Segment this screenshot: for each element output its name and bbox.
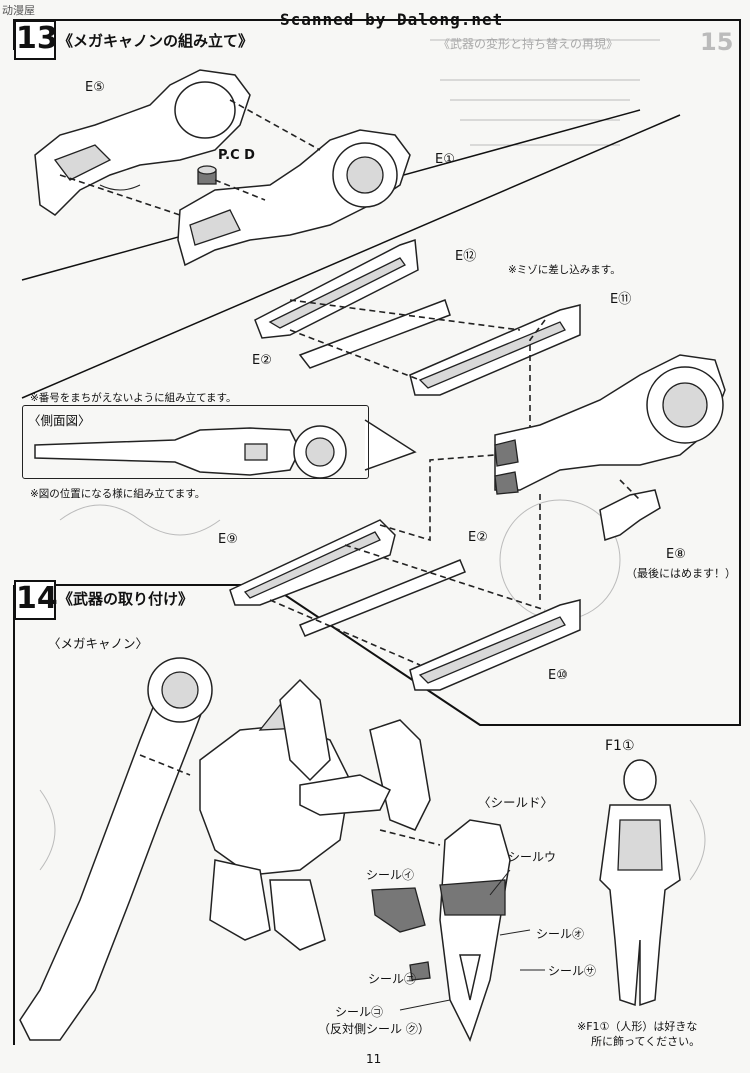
- guide-e5-to-e1-a: [229, 99, 321, 151]
- part-e10: [409, 599, 581, 691]
- robot-illustration: [19, 657, 511, 1042]
- label-seal-sa: シール㋚: [548, 964, 597, 978]
- guide-robot-shield: [379, 829, 441, 846]
- label-e1: E①: [435, 152, 455, 167]
- guide-pcd: [214, 179, 266, 201]
- step13-number: 13: [14, 20, 58, 60]
- guide-e9-e10-a: [344, 544, 546, 611]
- watermark: Scanned by Dalong.net: [280, 10, 504, 29]
- label-pcd: P.C D: [218, 148, 255, 163]
- part-pcd: [197, 165, 217, 185]
- callout-pointer: [364, 419, 417, 471]
- label-shield: 〈シールド〉: [478, 795, 554, 810]
- part-e11: [409, 304, 581, 396]
- part-e2-lower: [298, 559, 466, 637]
- page-number: 11: [366, 1052, 382, 1066]
- label-mega-cannon: 〈メガキャノン〉: [48, 636, 149, 651]
- show-through-background: [39, 39, 706, 881]
- label-seal-ko: シール㋙: [335, 1005, 384, 1019]
- guide-e11-assembly: [529, 319, 546, 480]
- seal-e-swatch: [409, 961, 431, 981]
- step15-ghost-title: 《武器の変形と持ち替えの再現》: [438, 37, 619, 51]
- label-f1: F1①: [605, 738, 635, 754]
- guide-e8: [619, 479, 641, 501]
- side-view-label: 〈側面図〉: [28, 413, 91, 428]
- part-cannon-assembly: [494, 354, 726, 495]
- guide-to-assembly: [379, 454, 496, 542]
- leader-seal-o: [499, 929, 531, 936]
- callout-note-bottom: ※図の位置になる様に組み立てます。: [30, 488, 206, 500]
- guide-e12-e11-b: [289, 329, 421, 381]
- note-f1-line2: 所に飾ってください。: [591, 1035, 701, 1048]
- leader-seal-u: [489, 869, 511, 896]
- label-seal-u: シールウ: [508, 850, 557, 864]
- step13-title: 《メガキャノンの組み立て》: [58, 32, 254, 50]
- seal-i-swatch: [371, 887, 426, 933]
- label-e11: E⑪: [610, 292, 632, 307]
- label-seal-e: シール㋓: [368, 972, 417, 986]
- label-e10: E⑩: [548, 668, 568, 683]
- label-e12: E⑫: [455, 249, 477, 264]
- note-mizo: ※ミゾに差し込みます。: [508, 264, 621, 276]
- label-e8: E⑧: [666, 547, 686, 562]
- label-e5: E⑤: [85, 80, 105, 95]
- callout-note-top: ※番号をまちがえないように組み立てます。: [30, 392, 237, 404]
- label-e2-lower: E②: [468, 530, 488, 545]
- side-view-callout: [22, 405, 369, 479]
- label-seal-o: シール㋔: [536, 927, 585, 941]
- guide-e9-e10-b: [269, 599, 421, 666]
- label-e9: E⑨: [218, 532, 238, 547]
- part-e2-upper: [298, 299, 451, 369]
- guide-e12-e11-a: [289, 299, 521, 331]
- leader-seal-ko: [399, 999, 451, 1011]
- note-e8: （最後にはめます！）: [626, 567, 736, 580]
- part-e5: [34, 69, 251, 216]
- guide-robot-cannon: [139, 754, 191, 776]
- guide-e5-to-e1-b: [59, 174, 181, 216]
- step14-number: 14: [14, 580, 58, 620]
- diagonal-divider-lower: [21, 114, 681, 399]
- corner-logo: 动漫屋: [2, 4, 35, 17]
- part-f1-figure: [599, 759, 681, 1007]
- part-e1: [177, 129, 411, 267]
- part-e8: [599, 489, 661, 541]
- part-e12: [254, 238, 419, 339]
- label-seal-ku: （反対側シール ㋗）: [318, 1022, 430, 1036]
- label-seal-i: シール㋑: [366, 868, 415, 882]
- label-e2-upper: E②: [252, 353, 272, 368]
- step14-title: 《武器の取り付け》: [58, 590, 194, 608]
- part-e9: [229, 519, 396, 606]
- step15-ghost-number: 15: [700, 28, 734, 56]
- note-f1-line1: ※F1①（人形）は好きな: [577, 1020, 698, 1033]
